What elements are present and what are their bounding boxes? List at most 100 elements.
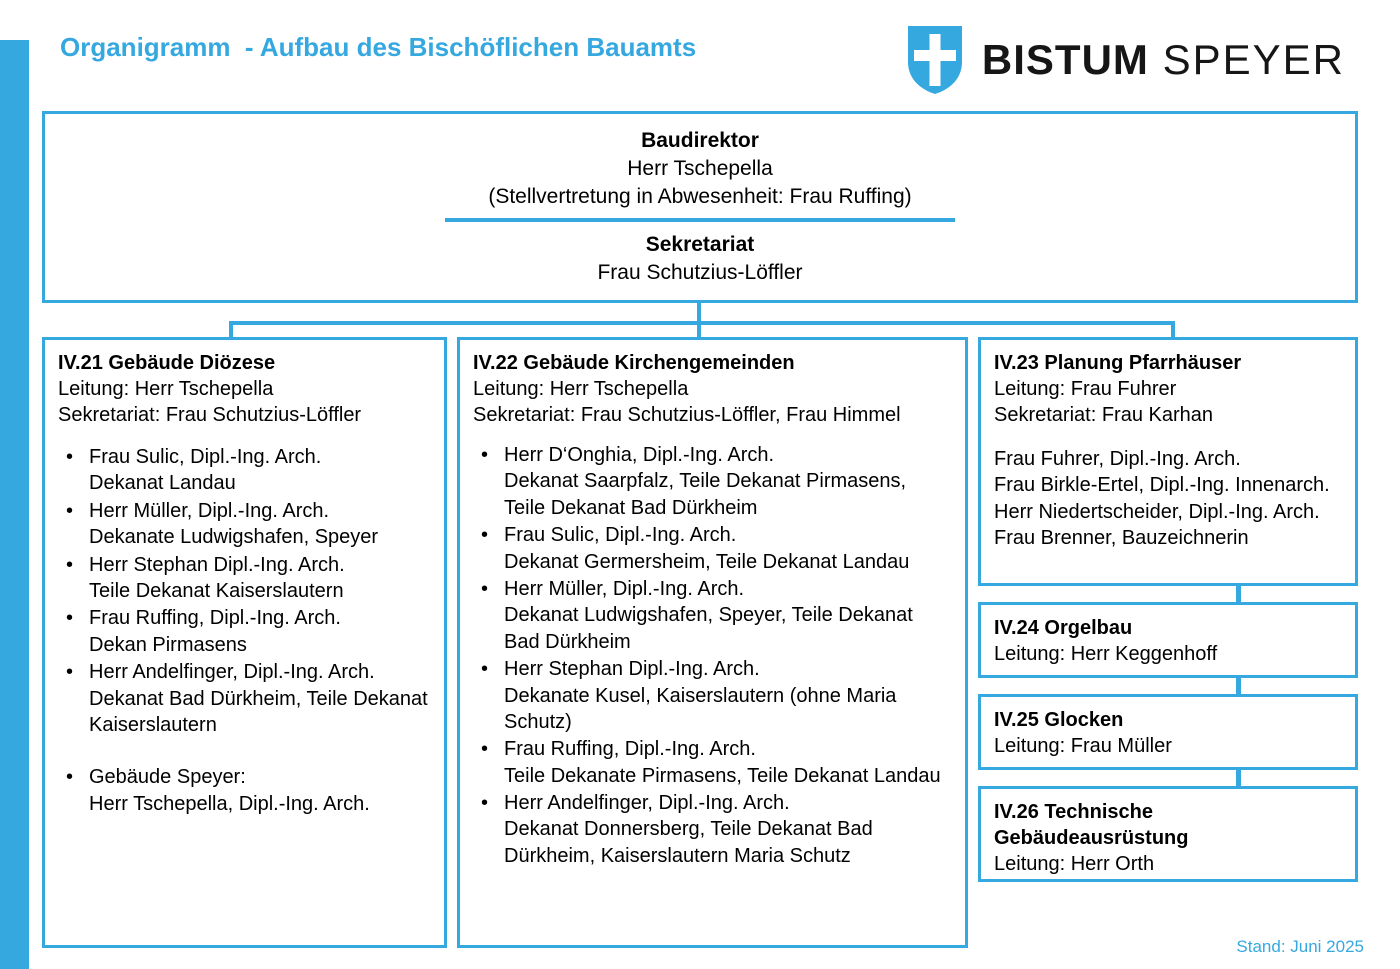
dept-sekretariat-iv22: Sekretariat: Frau Schutzius-Löffler, Fra… <box>473 404 901 426</box>
dept-title-iv24: IV.24 Orgelbau <box>994 617 1133 639</box>
list-item: • Frau Ruffing, Dipl.-Ing. Arch. Teile Dek… <box>473 736 952 789</box>
dept-leitung-iv21: Leitung: Herr Tschepella <box>58 378 274 400</box>
person-name: Frau Sulic, Dipl.-Ing. Arch. <box>89 446 322 468</box>
person-name: Herr Stephan Dipl.-Ing. Arch. <box>504 658 760 681</box>
person-name: Frau Ruffing, Dipl.-Ing. Arch. <box>504 738 756 761</box>
department-box-iv21: IV.21 Gebäude Diözese Leitung: Herr Tsch… <box>42 337 447 948</box>
dept-title-iv21: IV.21 Gebäude Diözese <box>58 352 276 374</box>
person-area: Dekanat Donnersberg, Teile Dekanat Bad D… <box>504 818 873 867</box>
connector-root-stem <box>697 303 701 325</box>
dept-title-iv22: IV.22 Gebäude Kirchengemeinden <box>473 352 795 374</box>
dept-title-iv25: IV.25 Glocken <box>994 709 1124 731</box>
bullet-icon: • <box>66 446 74 468</box>
root-role-title: Baudirektor <box>641 129 759 152</box>
bullet-icon: • <box>66 766 74 789</box>
staff-list-iv23: Frau Fuhrer, Dipl.-Ing. Arch. Frau Birkl… <box>994 446 1342 552</box>
connector-drop-col1 <box>229 321 233 338</box>
dept-leitung-iv26: Leitung: Herr Orth <box>994 853 1155 875</box>
person-area: Teile Dekanate Pirmasens, Teile Dekanat … <box>504 764 941 787</box>
root-sekretariat-section: Sekretariat Frau Schutzius-Löffler <box>45 222 1355 287</box>
staff-member: Herr Niedertscheider, Dipl.-Ing. Arch. <box>994 500 1320 523</box>
person-name: Herr Müller, Dipl.-Ing. Arch. <box>504 577 745 600</box>
connector-col3-to-col4 <box>1236 586 1241 603</box>
left-accent-bar <box>0 40 29 969</box>
person-area: Dekan Pirmasens <box>89 633 247 656</box>
list-item: • Herr Andelfinger, Dipl.-Ing. Arch. Dekan… <box>473 790 952 869</box>
list-item: • Herr D‘Onghia, Dipl.-Ing. Arch. Dekanat … <box>473 442 952 521</box>
logo-wordmark: BISTUM SPEYER <box>982 39 1345 81</box>
person-area: Dekanat Ludwigshafen, Speyer, Teile Deka… <box>504 604 913 653</box>
bullet-icon: • <box>481 444 489 466</box>
bistum-speyer-logo: BISTUM SPEYER <box>906 24 1345 96</box>
bullet-icon: • <box>66 553 74 576</box>
person-area: Dekanat Saarpfalz, Teile Dekanat Pirmase… <box>504 470 907 519</box>
bullet-icon: • <box>481 577 489 600</box>
bullet-icon: • <box>481 738 489 761</box>
root-role-deputy: (Stellvertretung in Abwesenheit: Frau Ru… <box>488 184 912 208</box>
bullet-icon: • <box>66 499 74 522</box>
staff-member: Frau Fuhrer, Dipl.-Ing. Arch. <box>994 448 1241 470</box>
department-box-iv26: IV.26 Technische Gebäudeausrüstung Leitu… <box>978 786 1358 882</box>
bullet-icon: • <box>66 661 74 684</box>
page-title: Organigramm - Aufbau des Bischöflichen B… <box>60 32 697 62</box>
dept-title-iv23: IV.23 Planung Pfarrhäuser <box>994 352 1242 374</box>
dept-title-iv26: IV.26 Technische Gebäudeausrüstung <box>994 801 1189 849</box>
list-item: • Gebäude Speyer: Herr Tschepella, Dipl.-I… <box>58 764 431 817</box>
list-item: • Frau Sulic, Dipl.-Ing. Arch. Dekanat Ger… <box>473 522 952 575</box>
list-item: • Frau Sulic, Dipl.-Ing. Arch. Dekanat Lan… <box>58 444 431 497</box>
bullet-icon: • <box>481 524 489 547</box>
logo-word-speyer: SPEYER <box>1148 36 1345 83</box>
connector-drop-col2 <box>697 321 701 338</box>
connector-horizontal-bus <box>229 321 1175 325</box>
dept-leitung-iv25: Leitung: Frau Müller <box>994 735 1172 757</box>
list-item: • Herr Müller, Dipl.-Ing. Arch. Dekanat Lu… <box>473 576 952 655</box>
root-secretariat-person: Frau Schutzius-Löffler <box>597 260 803 284</box>
people-list-iv22: • Herr D‘Onghia, Dipl.-Ing. Arch. Dekanat … <box>473 442 952 869</box>
bullet-icon: • <box>481 792 489 815</box>
dept-leitung-iv24: Leitung: Herr Keggenhoff <box>994 643 1218 665</box>
person-name: Gebäude Speyer: <box>89 766 246 789</box>
department-box-iv25: IV.25 Glocken Leitung: Frau Müller <box>978 694 1358 770</box>
person-name: Herr D‘Onghia, Dipl.-Ing. Arch. <box>504 444 775 466</box>
person-name: Frau Sulic, Dipl.-Ing. Arch. <box>504 524 737 547</box>
list-item: • Herr Andelfinger, Dipl.-Ing. Arch. Dekan… <box>58 659 431 738</box>
list-item: • Herr Stephan Dipl.-Ing. Arch. Dekanate K… <box>473 656 952 735</box>
person-area: Dekanate Kusel, Kaiserslautern (ohne Mar… <box>504 684 897 733</box>
dept-sekretariat-iv23: Sekretariat: Frau Karhan <box>994 404 1213 426</box>
root-baudirektor-section: Baudirektor Herr Tschepella (Stellvertre… <box>45 114 1355 211</box>
bullet-icon: • <box>66 607 74 630</box>
person-name: Herr Andelfinger, Dipl.-Ing. Arch. <box>504 792 790 815</box>
connector-col4-to-col5 <box>1236 678 1241 695</box>
dept-sekretariat-iv21: Sekretariat: Frau Schutzius-Löffler <box>58 404 362 426</box>
list-item: • Frau Ruffing, Dipl.-Ing. Arch. Dekan Pir… <box>58 605 431 658</box>
bullet-icon: • <box>481 658 489 681</box>
shield-cross-icon <box>906 24 964 96</box>
dept-leitung-iv23: Leitung: Frau Fuhrer <box>994 378 1177 400</box>
connector-drop-col3 <box>1171 321 1175 338</box>
list-item: • Herr Müller, Dipl.-Ing. Arch. Dekanate L… <box>58 498 431 551</box>
staff-member: Frau Brenner, Bauzeichnerin <box>994 527 1249 550</box>
person-area: Dekanat Germersheim, Teile Dekanat Landa… <box>504 550 910 573</box>
people-list-iv21: • Frau Sulic, Dipl.-Ing. Arch. Dekanat Lan… <box>58 444 431 817</box>
logo-word-bistum: BISTUM <box>981 36 1149 83</box>
staff-member: Frau Birkle-Ertel, Dipl.-Ing. Innenarch. <box>994 474 1330 497</box>
root-divider <box>445 217 955 222</box>
person-name: Herr Andelfinger, Dipl.-Ing. Arch. <box>89 661 375 684</box>
list-item: • Herr Stephan Dipl.-Ing. Arch. Teile Deka… <box>58 552 431 605</box>
person-area: Dekanat Bad Dürkheim, Teile Dekanat Kais… <box>89 687 428 736</box>
root-box-baudirektor: Baudirektor Herr Tschepella (Stellvertre… <box>42 111 1358 303</box>
person-area: Herr Tschepella, Dipl.-Ing. Arch. <box>89 792 370 815</box>
department-box-iv23: IV.23 Planung Pfarrhäuser Leitung: Frau … <box>978 337 1358 586</box>
person-area: Teile Dekanat Kaiserslautern <box>89 579 344 602</box>
person-name: Frau Ruffing, Dipl.-Ing. Arch. <box>89 607 341 630</box>
person-area: Dekanate Ludwigshafen, Speyer <box>89 526 379 549</box>
department-box-iv24: IV.24 Orgelbau Leitung: Herr Keggenhoff <box>978 602 1358 678</box>
connector-col5-to-col6 <box>1236 770 1241 787</box>
person-name: Herr Stephan Dipl.-Ing. Arch. <box>89 553 345 576</box>
person-area: Dekanat Landau <box>89 472 236 495</box>
stand-date-label: Stand: Juni 2025 <box>1236 937 1364 956</box>
root-secretariat-title: Sekretariat <box>645 232 755 256</box>
person-name: Herr Müller, Dipl.-Ing. Arch. <box>89 499 330 522</box>
dept-leitung-iv22: Leitung: Herr Tschepella <box>473 378 689 400</box>
